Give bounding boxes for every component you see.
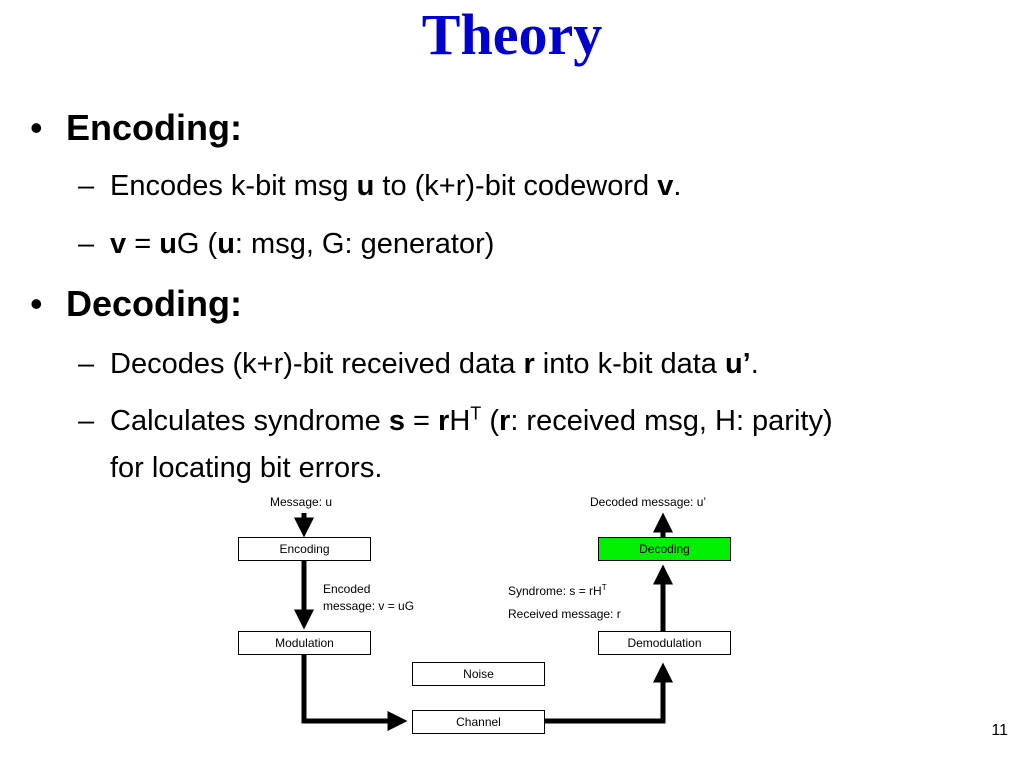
arrow-modulation-to-channel [301, 654, 408, 731]
text-segment: : received msg, H: parity) [510, 405, 833, 437]
text-bold: r [523, 348, 535, 380]
dash-marker: – [78, 348, 95, 380]
decoding-heading: Decoding: [66, 283, 242, 324]
text-segment: . [750, 348, 759, 380]
text-bold: u [356, 170, 375, 202]
text-bold: v [657, 170, 674, 202]
text-segment: to (k+r)-bit codeword [374, 170, 658, 202]
modulation-box: Modulation [238, 631, 371, 655]
syndrome-label: Syndrome: s = rHT [508, 583, 607, 599]
channel-box: Channel [412, 710, 545, 734]
encoded-label-line-1: Encoded [323, 582, 371, 596]
decoding-line-1: –Decodes (k+r)-bit received data r into … [78, 346, 759, 382]
slide-title: Theory [421, 2, 603, 67]
dash-marker: – [78, 228, 95, 260]
encoding-line-2: –v = uG (u: msg, G: generator) [78, 226, 494, 262]
dash-marker: – [78, 170, 95, 202]
decoding-line-3: for locating bit errors. [110, 452, 383, 484]
text-bold: u [159, 228, 177, 260]
decoding-line-2: –Calculates syndrome s = rHT (r: receive… [78, 403, 833, 439]
text-segment: = [404, 405, 439, 437]
demodulation-box: Demodulation [598, 631, 731, 655]
noise-box: Noise [412, 662, 545, 686]
superscript: T [601, 583, 607, 592]
text-segment: Calculates syndrome [110, 405, 389, 437]
encoding-bullet: • Encoding: [30, 106, 242, 150]
decoding-box: Decoding [598, 537, 731, 561]
arrow-channel-to-demodulation [544, 662, 673, 724]
decoding-bullet: • Decoding: [30, 282, 242, 326]
encoding-line-1: –Encodes k-bit msg u to (k+r)-bit codewo… [78, 168, 681, 204]
text-segment: H [449, 405, 471, 437]
text-bold: r [438, 405, 450, 437]
text-segment: . [673, 170, 682, 202]
encoded-label-line-2: message: v = uG [323, 599, 415, 613]
encoding-box: Encoding [238, 537, 371, 561]
text-bold: u [217, 228, 235, 260]
text-segment: G ( [176, 228, 218, 260]
text-bold: v [110, 228, 127, 260]
text-bold: u’ [724, 348, 751, 380]
bullet-dot: • [30, 283, 43, 324]
text-segment: Syndrome: s = rH [508, 584, 602, 598]
text-segment: Decodes (k+r)-bit received data [110, 348, 524, 380]
received-message-label: Received message: r [508, 607, 621, 621]
encoding-heading: Encoding: [66, 107, 242, 148]
page-number: 11 [991, 722, 1008, 739]
text-segment: ( [481, 405, 500, 437]
text-bold: s [388, 405, 405, 437]
message-label: Message: u [270, 495, 333, 509]
dash-marker: – [78, 405, 95, 437]
text-segment: Encodes k-bit msg [110, 170, 357, 202]
text-segment: = [126, 228, 160, 260]
text-bold: r [499, 405, 511, 437]
bullet-dot: • [30, 107, 43, 148]
superscript: T [470, 403, 482, 424]
text-segment: : msg, G: generator) [234, 228, 495, 260]
decoded-message-label: Decoded message: u’ [590, 495, 707, 509]
text-segment: into k-bit data [534, 348, 725, 380]
